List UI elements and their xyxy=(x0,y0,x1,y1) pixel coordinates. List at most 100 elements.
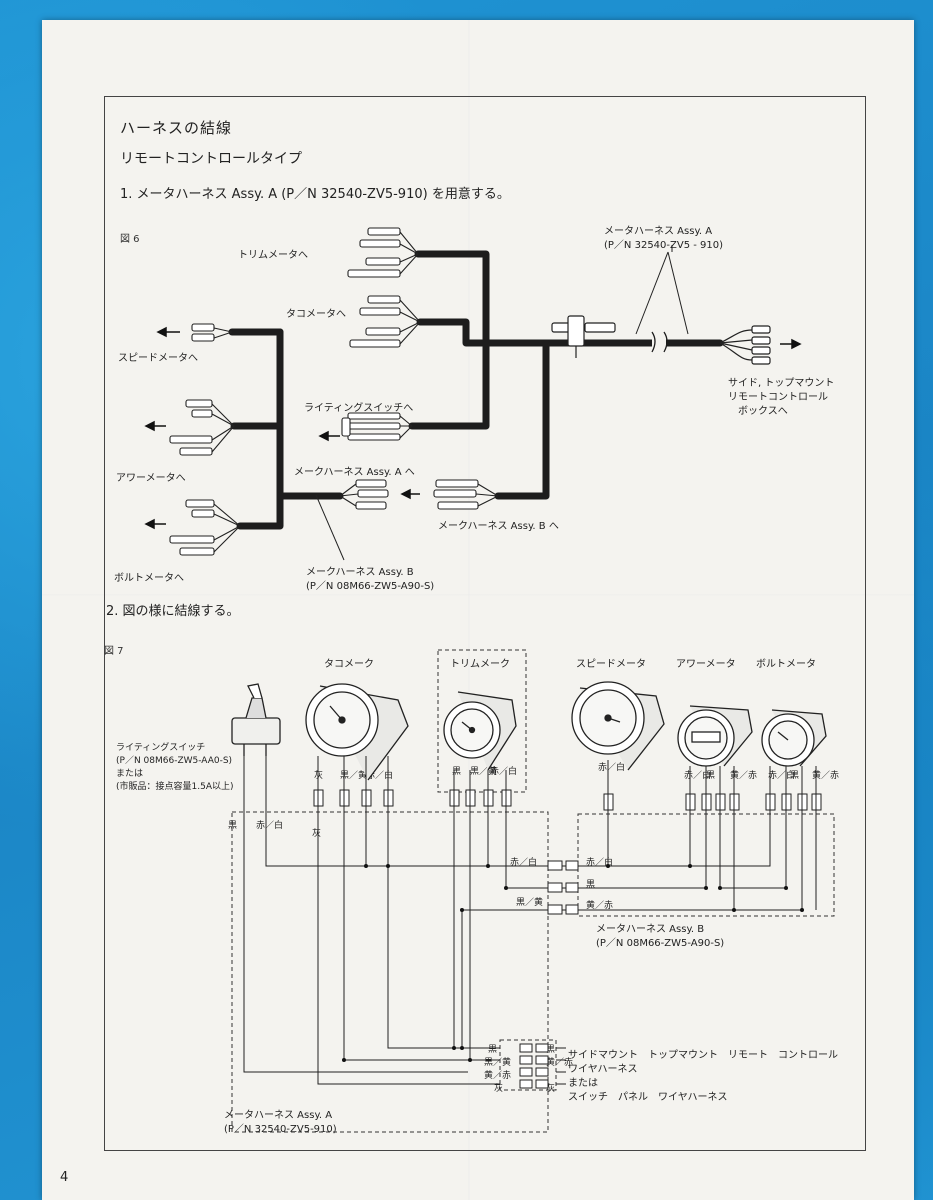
fig6-harness-trunk xyxy=(228,250,724,530)
fig6-trim-tacho-connectors xyxy=(347,227,421,348)
hour-meter-icon xyxy=(677,705,753,767)
fig7-trim-label: トリムメーク xyxy=(450,659,510,670)
wire-label-gray-tacho-lower: 灰 xyxy=(312,829,322,839)
wire-label-red-white-tacho: 赤／白 xyxy=(366,771,394,781)
fig7-remote-line4: スイッチ パネル ワイヤハーネス xyxy=(568,1092,728,1103)
wire-label-black-hour: 黒 xyxy=(706,771,716,781)
fig7-speed-label: スピードメータ xyxy=(576,659,646,670)
wire-label-red-white-b2: 赤／白 xyxy=(586,858,614,868)
wire-label-yellow-volt: 黄／赤 xyxy=(812,771,840,781)
trim-meter-optional-box xyxy=(437,649,527,793)
page-frame xyxy=(104,96,866,1151)
fig7-switch-note: (市販品：接点容量1.5A以上) xyxy=(116,782,234,792)
fig6-to-lighting-switch: ライティングスイッチへ xyxy=(304,403,414,414)
fig7-switch-label: ライティングスイッチ xyxy=(116,743,206,753)
fig7-harness-a-label: メータハーネス Assy. A xyxy=(224,1110,333,1121)
figure-7-label: 図 7 xyxy=(104,646,124,657)
wire-label-yellow-hour: 黄／赤 xyxy=(730,771,758,781)
step-2-text: 2. 図の様に結線する。 xyxy=(106,604,240,619)
fig7-inline-fuses xyxy=(313,789,822,811)
lighting-switch-icon xyxy=(231,683,281,756)
wire-label-yellow-a-out: 黄／赤 xyxy=(546,1058,574,1068)
fig6-branch-speed-volt xyxy=(236,328,284,530)
trim-meter-icon xyxy=(443,691,517,771)
fig6-to-trim-meter: トリムメータへ xyxy=(238,250,308,261)
fig6-direction-arrows xyxy=(144,326,802,530)
fig6-to-speed-meter: スピードメータへ xyxy=(118,353,198,364)
fig6-to-harness-a: メークハーネス Assy. A へ xyxy=(294,467,415,478)
fig7-switch-or: または xyxy=(116,769,144,779)
wire-label-yellow-red-a: 黄／赤 xyxy=(484,1071,512,1081)
wire-label-yellow-b: 黄／赤 xyxy=(586,901,614,911)
fig6-harness-a-label: メータハーネス Assy. A xyxy=(604,226,713,237)
fig7-remote-line3: または xyxy=(568,1078,598,1089)
fig7-harness-b-connectors xyxy=(519,860,579,1089)
wire-label-black-yellow-a: 黒／黄 xyxy=(484,1058,512,1068)
wire-label-gray-tacho: 灰 xyxy=(314,771,324,781)
fig7-harness-b-pn: (P／N 08M66-ZW5-A90-S) xyxy=(596,938,725,949)
wire-label-black-a-out: 黒 xyxy=(546,1045,556,1055)
fig6-to-hour-meter: アワーメータへ xyxy=(116,473,186,484)
wire-label-red-white-b: 赤／白 xyxy=(510,858,538,868)
wire-label-red-white-hour: 赤／白 xyxy=(684,771,712,781)
fig7-volt-label: ボルトメータ xyxy=(756,659,816,670)
harness-a-boundary xyxy=(231,811,549,1133)
fig6-trunk-to-harness-b xyxy=(494,339,550,500)
fig7-wires xyxy=(243,756,817,1085)
fig6-trunk-to-tacho xyxy=(416,318,490,347)
wire-label-black-a: 黒 xyxy=(488,1045,498,1055)
fig6-remote-box-line1: サイド, トップマウント xyxy=(728,378,835,389)
fig6-harness-b-pn: (P／N 08M66-ZW5-A90-S) xyxy=(306,581,435,592)
section-title: ハーネスの結線 xyxy=(120,119,233,137)
volt-meter-icon xyxy=(761,709,827,767)
fig6-trunk-to-trim xyxy=(414,250,724,347)
fig6-to-tacho-meter: タコメータへ xyxy=(286,309,346,320)
fig6-harness-a-pn: (P／N 32540-ZV5 - 910) xyxy=(604,240,724,251)
fig7-meters xyxy=(231,681,827,781)
wire-label-gray-a-out: 灰 xyxy=(546,1084,556,1094)
fig7-remote-line2: ワイヤハーネス xyxy=(568,1064,638,1075)
paper-fold-horizontal xyxy=(42,594,914,596)
wire-label-black-yellow-tacho: 黒／黄 xyxy=(340,771,368,781)
fig6-trunk-to-lighting xyxy=(408,339,490,430)
fig6-remote-connectors xyxy=(719,325,771,365)
page-number: 4 xyxy=(60,1170,69,1185)
fig6-to-harness-b: メークハーネス Assy. B へ xyxy=(438,521,559,532)
fig6-remote-box-line2: リモートコントロール xyxy=(728,392,828,403)
step-1-text: 1. メータハーネス Assy. A (P／N 32540-ZV5-910) を… xyxy=(120,187,510,202)
fig6-inline-connector xyxy=(551,315,616,358)
section-subtitle: リモートコントロールタイプ xyxy=(120,151,302,167)
fig7-harness-a-pn: (P／N 32540-ZV5-910) xyxy=(224,1124,337,1135)
fig6-remote-box-line3: ボックスへ xyxy=(738,406,788,417)
fig7-hour-label: アワーメータ xyxy=(676,659,736,670)
fig6-break-mark xyxy=(651,331,668,353)
speed-meter-icon xyxy=(571,681,665,771)
fig7-tacho-label: タコメーク xyxy=(324,659,374,670)
figure-6-label: 図 6 xyxy=(120,234,140,245)
fig7-remote-line1: サイドマウント トップマウント リモート コントロール xyxy=(568,1050,838,1061)
wire-label-black-b: 黒 xyxy=(586,880,596,890)
fig7-switch-pn: (P／N 08M66-ZW5-AA0-S) xyxy=(116,756,233,766)
wire-label-gray-a: 灰 xyxy=(494,1084,504,1094)
wire-label-black-volt: 黒 xyxy=(790,771,800,781)
wire-label-red-white-trim: 赤／白 xyxy=(490,767,518,777)
wire-label-black-switch: 黒 xyxy=(228,821,238,831)
remote-connector-box xyxy=(499,1039,557,1091)
fig6-callout-lines xyxy=(315,245,689,561)
paper-fold-vertical xyxy=(468,20,470,1200)
wire-label-black-yellow-trim: 黒／黄 xyxy=(470,767,498,777)
tacho-meter-icon xyxy=(305,683,409,781)
fig7-junction-dots xyxy=(342,864,804,1062)
fig6-harness-b-label: メークハーネス Assy. B xyxy=(306,567,414,578)
wire-label-red-white-speed: 赤／白 xyxy=(598,763,626,773)
wire-label-red-white-switch: 赤／白 xyxy=(256,821,284,831)
instruction-sheet xyxy=(42,20,914,1200)
wire-label-black-trim: 黒 xyxy=(452,767,462,777)
fig6-lighting-harness-connectors xyxy=(339,412,499,510)
fig6-meter-connectors xyxy=(169,323,241,556)
wire-label-black-yellow-b: 黒／黄 xyxy=(516,898,544,908)
fig6-to-volt-meter: ボルトメータへ xyxy=(114,573,184,584)
wire-label-red-white-volt: 赤／白 xyxy=(768,771,796,781)
fig7-harness-b-label: メータハーネス Assy. B xyxy=(596,924,705,935)
